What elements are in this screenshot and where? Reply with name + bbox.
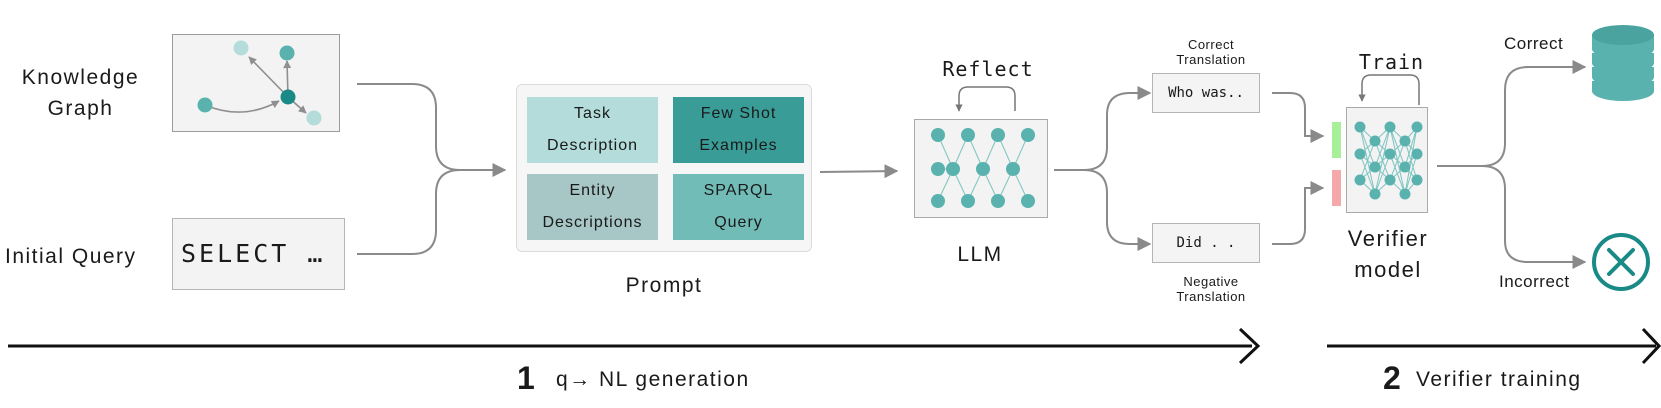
task-line2: Description [546,137,639,154]
network-node [1384,174,1396,186]
knowledge-graph-icon [197,40,322,126]
task-description-cell: Task Description [527,97,658,163]
network-edge [1374,126,1391,168]
llm-network-box [914,119,1048,218]
network-node [931,162,945,176]
network-node [1399,161,1411,173]
network-node [1021,128,1035,142]
entity-descriptions-cell: Entity Descriptions [527,174,658,240]
verifier-network-icon [1354,121,1423,200]
llm-label: LLM [957,243,1003,266]
network-node [991,128,1005,142]
correct-translation-caption: Correct Translation [1147,37,1275,67]
negative-translation-box: Did . . [1152,223,1260,263]
network-edge [1404,126,1418,168]
network-edge [1389,140,1406,181]
entity-line2: Descriptions [542,214,643,231]
network-node [961,194,975,208]
verifier-label-line1: Verifier [1347,226,1429,251]
negative-signal-bar [1332,170,1341,206]
few-shot-examples-cell: Few Shot Examples [673,97,804,163]
incorrect-output-label: Incorrect [1499,272,1570,291]
network-edge [1404,126,1418,195]
network-node [1384,148,1396,160]
network-node [976,162,990,176]
entity-line1: Entity [569,182,616,199]
prompt-label: Prompt [625,274,703,297]
stage1-number: 1 [517,360,535,396]
sparql-query-cell: SPARQL Query [673,174,804,240]
network-node [1021,194,1035,208]
kg-label-line1: Knowledge [21,66,140,89]
database-icon [1592,25,1654,101]
network-edge [1359,140,1376,181]
fewshot-line2: Examples [699,137,778,154]
stage1-timeline-arrow [8,327,1261,365]
network-node [1354,148,1366,160]
network-node [1369,188,1381,200]
train-loop-arrow [1358,74,1420,105]
correct-translation-box: Who was.. [1152,73,1260,113]
negative-caption-line2: Translation [1176,289,1246,304]
prompt-to-llm-arrow [819,164,899,179]
network-edge [1404,153,1418,195]
network-node [931,128,945,142]
network-node [991,194,1005,208]
correct-caption-line1: Correct [1187,37,1235,52]
prompt-box: Task Description Few Shot Examples Entit… [516,84,812,252]
stage1-text: q→ NL generation [556,368,750,391]
network-node [946,162,960,176]
verifier-label: Verifier model [1333,223,1443,285]
negative-translation-caption: Negative Translation [1147,274,1275,304]
neural-network-icon [931,128,1035,208]
kg-label-line2: Graph [47,97,114,120]
fewshot-line1: Few Shot [700,105,777,122]
stage2-text: Verifier training [1416,368,1582,391]
stage2-number: 2 [1383,360,1401,396]
correct-output-label: Correct [1504,34,1564,53]
network-node [1399,135,1411,147]
network-node [1369,135,1381,147]
network-edge [1374,126,1391,195]
network-node [1369,161,1381,173]
stage2-timeline-arrow [1327,327,1661,365]
knowledge-graph-box [172,34,340,132]
verifier-network-box [1346,107,1428,213]
network-node [1354,121,1366,133]
verifier-label-line2: model [1354,257,1422,282]
correct-signal-bar [1332,122,1341,158]
llm-split-connector [1054,86,1152,251]
reflect-loop-arrow [955,86,1016,112]
reflect-label: Reflect [942,57,1034,81]
correct-caption-line2: Translation [1176,52,1246,67]
verifier-split-connector [1437,60,1587,269]
initial-query-box: SELECT … [172,218,345,290]
task-line1: Task [574,105,611,122]
network-node [1006,162,1020,176]
sparql-line2: Query [714,214,763,231]
network-node [1411,121,1423,133]
negative-caption-line1: Negative [1183,274,1239,289]
input-merge-connector [357,83,507,255]
kg-label: Knowledge Graph [8,62,153,124]
network-node [1411,174,1423,186]
train-label: Train [1358,50,1425,74]
network-edge [1374,153,1391,195]
network-node [931,194,945,208]
x-circle-icon [1592,233,1650,291]
network-node [1354,174,1366,186]
network-node [1411,148,1423,160]
query-label: Initial Query [5,245,137,268]
network-node [1384,121,1396,133]
translation-to-verifier-connector [1272,92,1325,245]
network-node [961,128,975,142]
sparql-line1: SPARQL [703,182,774,199]
network-node [1399,188,1411,200]
